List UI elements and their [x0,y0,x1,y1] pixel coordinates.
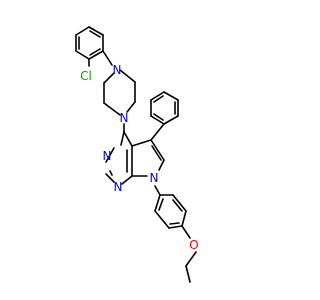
bond-core-phenyl [150,123,165,141]
molecule-canvas: Cl N N N N N O [75,26,199,283]
piperazine-ring [103,69,136,116]
atom-label-n1: N [114,180,123,194]
pyrrole-ring [131,139,165,177]
structure-drawing: Cl N N N N N O [75,26,199,283]
ethoxyphenyl-ring [154,194,187,229]
bond-aryl-n [102,50,113,66]
atom-label-n-piperazine-top: N [113,63,122,77]
bond-o-ch2 [185,251,197,267]
bond-aryl-o [181,225,191,239]
atom-label-cl: Cl [80,69,92,83]
chlorophenyl-ring [75,26,104,60]
atom-label-n7: N [150,171,159,185]
phenyl-ring [150,91,179,125]
atom-labels: Cl N N N N N O [80,63,199,252]
bond-n-aryl [154,185,161,196]
atom-label-n-piperazine-bottom: N [120,111,129,125]
pyrimidine-ring [105,131,133,185]
bond-ch2-ch3 [185,265,191,283]
atom-label-o: O [189,238,198,252]
atom-label-n3: N [103,149,112,163]
